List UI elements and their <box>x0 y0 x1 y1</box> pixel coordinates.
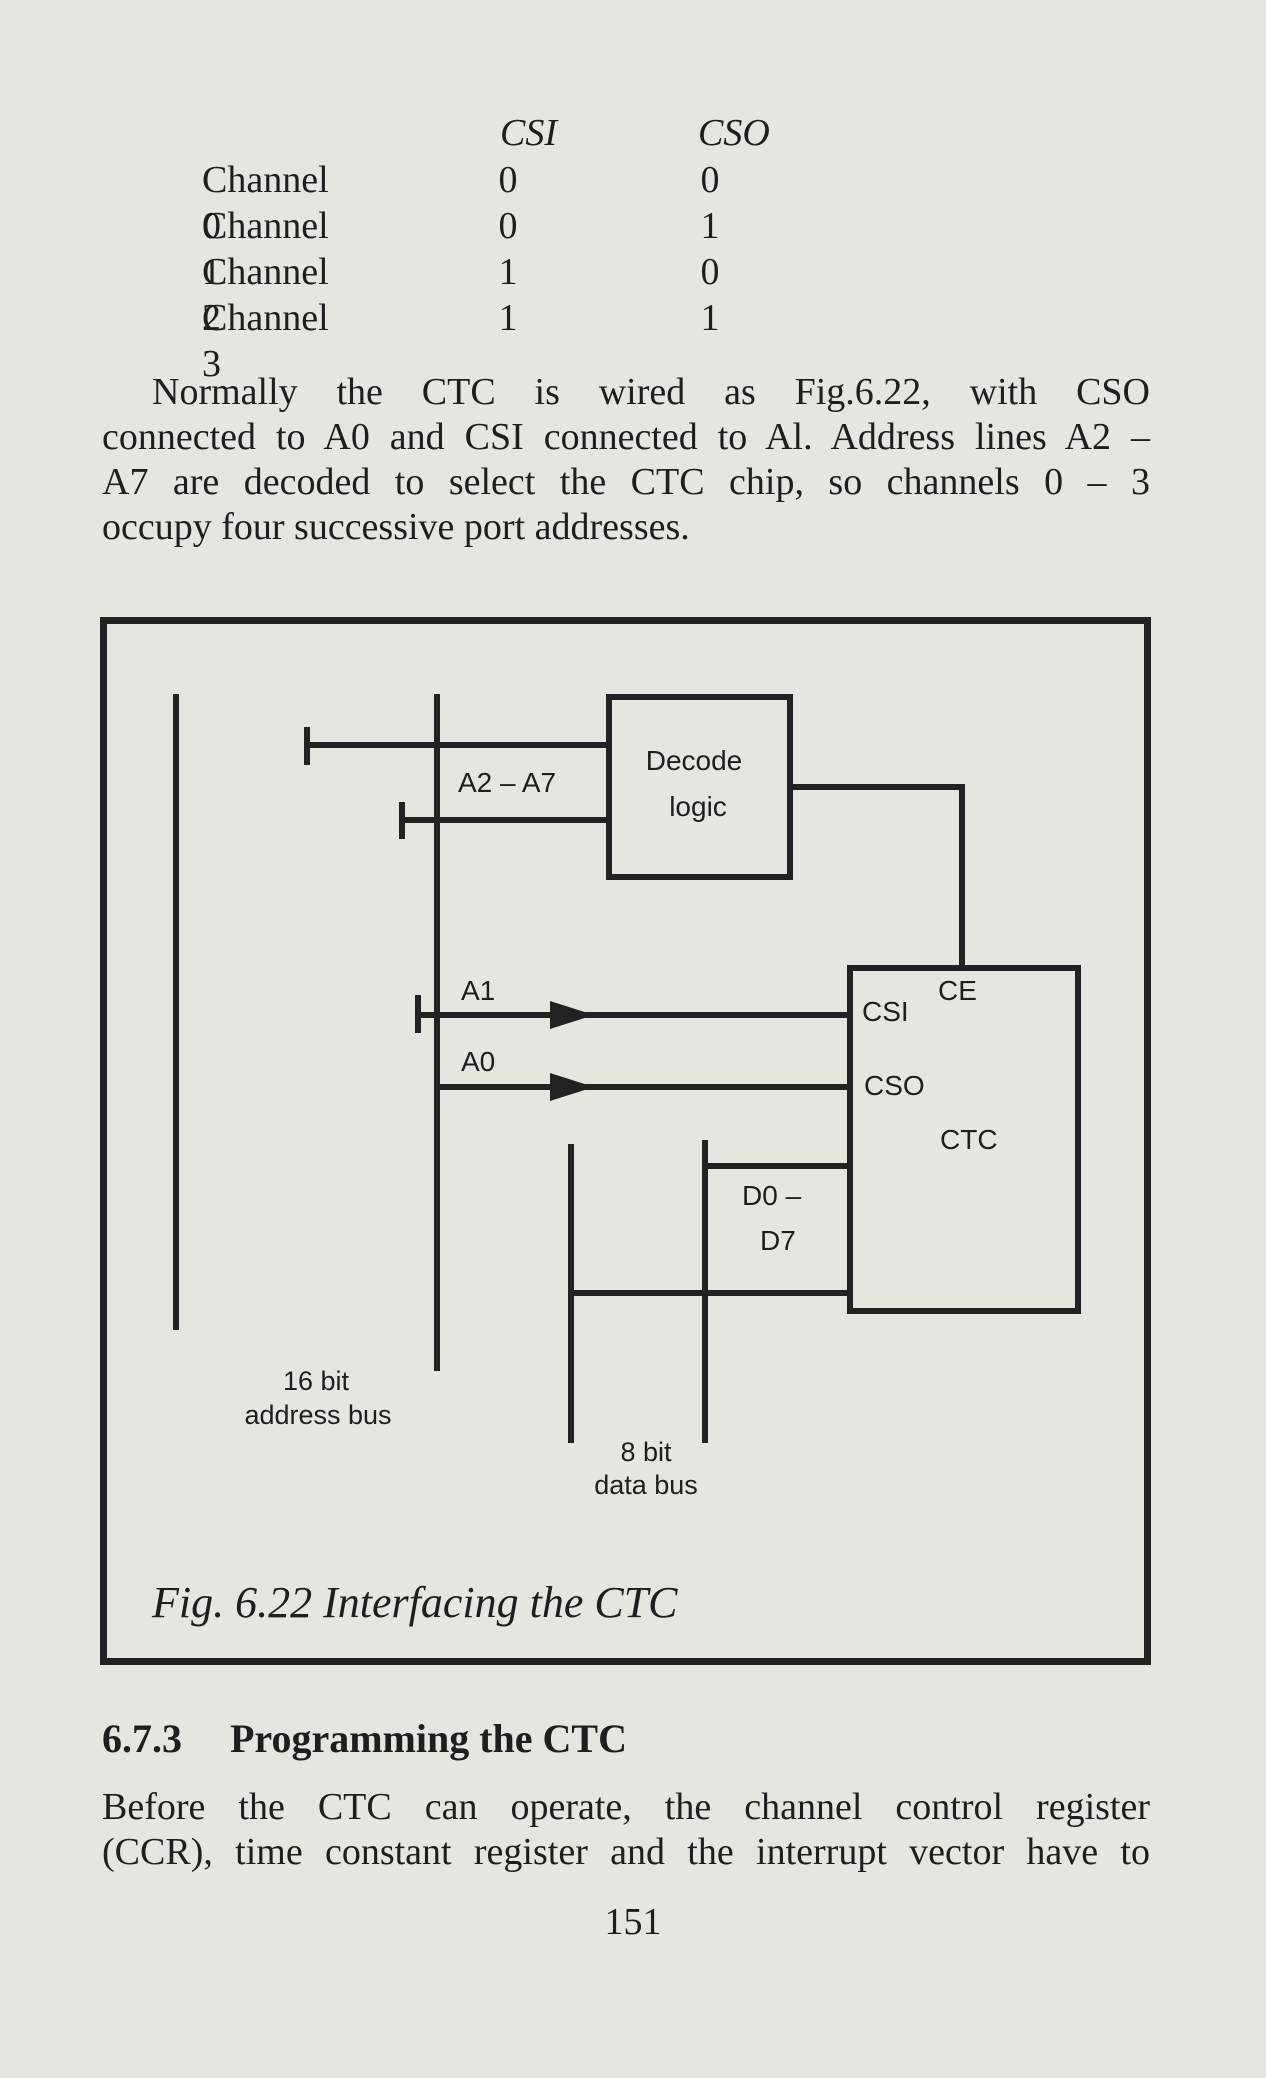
decode-logic-box <box>606 694 793 880</box>
paragraph-line: Before the CTC can operate, the channel … <box>102 1786 1150 1828</box>
d0-label: D0 – <box>742 1180 802 1211</box>
a0-label: A0 <box>461 1046 495 1077</box>
ce-pin-label: CE <box>938 975 977 1006</box>
data-bus-label-line1: 8 bit <box>620 1437 672 1467</box>
table-cell-csi: 0 <box>498 159 518 201</box>
paragraph-line: connected to A0 and CSI connected to Al.… <box>102 416 1150 458</box>
ctc-chip-label: CTC <box>940 1124 998 1155</box>
arrow-a1-icon <box>550 1001 594 1029</box>
data-bus-label-line2: data bus <box>594 1470 698 1500</box>
a2-a7-label: A2 – A7 <box>458 767 556 798</box>
a1-label: A1 <box>461 975 495 1006</box>
paragraph-line: (CCR), time constant register and the in… <box>102 1831 1150 1873</box>
paragraph-line: A7 are decoded to select the CTC chip, s… <box>102 461 1150 503</box>
table-cell-cso: 1 <box>700 205 720 247</box>
table-header-csi: CSI <box>500 112 557 154</box>
table-row-label: Channel 3 <box>202 297 329 385</box>
table-cell-cso: 0 <box>700 159 720 201</box>
table-row-label: Channel 1 <box>202 205 329 293</box>
cso-pin-label: CSO <box>864 1070 925 1101</box>
section-heading: 6.7.3 Programming the CTC <box>102 1715 627 1762</box>
body-paragraph: Normally the CTC is wired as Fig.6.22, w… <box>102 370 1150 550</box>
page-number: 151 <box>604 1901 662 1943</box>
table-row-label: Channel 0 <box>202 159 329 247</box>
paragraph-line: occupy four successive port addresses. <box>102 506 690 548</box>
table-cell-csi: 1 <box>498 297 518 339</box>
body-paragraph: Before the CTC can operate, the channel … <box>102 1785 1150 1875</box>
decode-label-line1: Decode <box>646 745 743 776</box>
table-header-cso: CSO <box>698 112 770 154</box>
decode-label-line2: logic <box>669 791 727 822</box>
decode-output-line <box>787 784 965 971</box>
table-cell-cso: 0 <box>700 251 720 293</box>
figure-caption: Fig. 6.22 Interfacing the CTC <box>152 1578 678 1627</box>
section-number: 6.7.3 <box>102 1716 182 1761</box>
ctc-chip-box <box>847 965 1081 1314</box>
csi-pin-label: CSI <box>862 996 909 1027</box>
address-bus-label-line2: address bus <box>244 1400 391 1430</box>
paragraph-line: Normally the CTC is wired as Fig.6.22, w… <box>152 371 1150 413</box>
table-cell-csi: 0 <box>498 205 518 247</box>
table-cell-csi: 1 <box>498 251 518 293</box>
figure-frame <box>100 617 1151 1665</box>
table-row-label: Channel 2 <box>202 251 329 339</box>
section-title: Programming the CTC <box>230 1716 627 1761</box>
table-cell-cso: 1 <box>700 297 720 339</box>
address-bus-label-line1: 16 bit <box>283 1366 350 1396</box>
d7-label: D7 <box>760 1225 796 1256</box>
arrow-a0-icon <box>550 1073 594 1101</box>
